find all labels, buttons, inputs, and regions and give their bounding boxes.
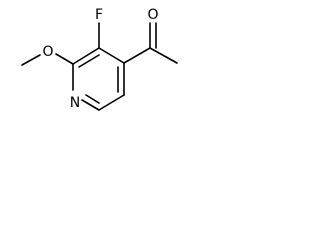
bond-carbonyl-methyl (149, 47, 178, 64)
bond-c6-n (81, 99, 100, 111)
bond-o-methyl (21, 54, 41, 66)
bond-c2-o (55, 53, 74, 65)
bond-c2-c3 (72, 47, 100, 65)
bond-c5-c6 (98, 94, 125, 111)
carbonyl-oxygen-label: O (147, 7, 158, 23)
molecule-structure-diagram: F O O N (21, 7, 178, 111)
bond-c6-n-inner (85, 94, 100, 104)
fluorine-atom-label: F (95, 7, 103, 23)
methoxy-oxygen-label: O (42, 44, 53, 60)
pyridine-ring (72, 47, 125, 111)
bond-c2-c3-inner (78, 54, 100, 68)
nitrogen-atom-label: N (70, 95, 80, 111)
bond-c3-c4 (98, 47, 125, 64)
bond-c4-carbonyl (123, 47, 151, 64)
